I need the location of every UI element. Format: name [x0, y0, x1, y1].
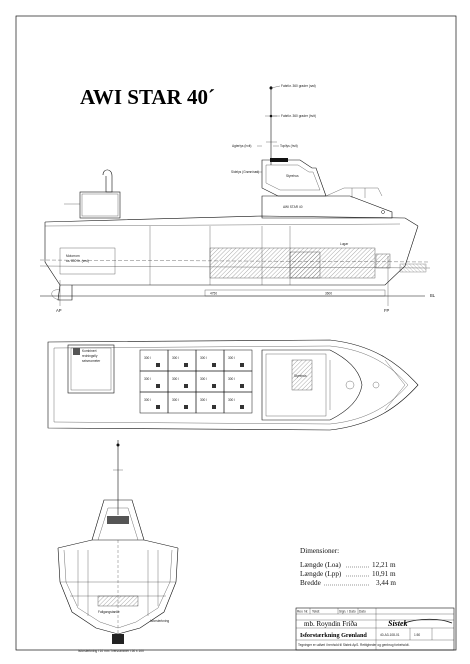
hold-drain-marker	[156, 363, 160, 367]
drawing-name: Isforstærkning Grønland	[300, 632, 367, 639]
dimension-row-label: Længde (Lpp)	[300, 570, 342, 578]
hold-cell-label: 300 l	[172, 377, 179, 381]
hold-cell	[167, 349, 197, 372]
title-block-header: Rev. Nr.	[297, 610, 309, 614]
lugar-label: Lugar	[340, 242, 349, 246]
hold-cell-label: 300 l	[200, 377, 207, 381]
mast-label: Fabrikr. 360 grader (rød)	[281, 84, 316, 88]
hold-cell	[195, 349, 225, 372]
drawing-title: AWI STAR 40´	[80, 85, 215, 109]
company-name: Sistek	[388, 619, 408, 628]
hold-cell	[167, 370, 197, 393]
hold-drain-marker	[184, 405, 188, 409]
hold-drain-marker	[240, 363, 244, 367]
fish-hold-grid: 300 l 300 l 300 l 300 l 300 l 300 l 300 l 300 l…	[139, 349, 253, 414]
room-label: seismometer	[82, 359, 101, 363]
profile-view: Fabrikr. 360 grader (rød) Fabrikr. 360 g…	[39, 84, 436, 313]
hold-cell-label: 300 l	[144, 356, 151, 360]
hold-drain-marker	[212, 384, 216, 388]
hold-drain-marker	[240, 384, 244, 388]
section-caption: Isforsterkning i 10 mm Tversrammer i 50 …	[78, 649, 144, 653]
hold-cell	[139, 391, 169, 414]
dimension-a: 4750	[210, 292, 217, 296]
dimensions-heading: Dimensioner:	[300, 547, 339, 555]
hold-cell	[139, 349, 169, 372]
section-view: Fallgangstanke Isforsterkning Isforsterk…	[57, 440, 179, 653]
hold-cell-label: 300 l	[200, 398, 207, 402]
hold-drain-marker	[184, 363, 188, 367]
dimension-row-label: Bredde	[300, 579, 321, 587]
hold-cell-label: 300 l	[144, 398, 151, 402]
sheet-border	[15, 15, 457, 651]
hold-drain-marker	[156, 405, 160, 409]
title-block: Rev. Nr. Tekst Sign. / Dato Dato mb. Roy…	[295, 607, 455, 651]
hold-drain-marker	[212, 405, 216, 409]
dimension-row-value: 10,91 m	[372, 570, 396, 578]
dimension-row-value: 12,21 m	[372, 561, 396, 569]
engine-room-note: ca. 800 ltr. (ved)	[66, 259, 89, 263]
hold-cell	[195, 391, 225, 414]
section-label-top: Fallgangstanke	[98, 610, 120, 614]
hold-cell	[167, 391, 197, 414]
dimensions-table: Dimensioner: Længde (Loa) 12,21 m Længde…	[300, 547, 396, 587]
room-label: redningsfly	[82, 354, 98, 358]
hold-cell-label: 300 l	[172, 398, 179, 402]
mast-label: Agterlys (hvit)	[232, 144, 251, 148]
mast-label: Fabrikr. 360 grader (hvit)	[281, 114, 316, 118]
drawing-scale: 1:50	[414, 633, 420, 637]
hold-drain-marker	[240, 405, 244, 409]
hold-drain-marker	[156, 384, 160, 388]
title-block-header: Tekst	[312, 610, 320, 614]
dimension-row-label: Længde (Loa)	[300, 561, 342, 569]
hold-cell-label: 300 l	[228, 377, 235, 381]
station-fp: FP	[384, 308, 390, 313]
hold-cell-label: 300 l	[172, 356, 179, 360]
hold-cell-label: 300 l	[228, 398, 235, 402]
mast-label: Sidelys (Grønn/rød)	[231, 170, 259, 174]
section-label-right: Isforsterkning	[150, 619, 169, 623]
hold-cell-label: 300 l	[144, 377, 151, 381]
hold-cell-label: 300 l	[228, 356, 235, 360]
hold-drain-marker	[212, 363, 216, 367]
engine-room-label: Motorrom	[66, 254, 80, 258]
station-bl: BL	[430, 293, 436, 298]
drawing-number: 40-A3-108-01	[380, 633, 400, 637]
dimension-row-value: 3,44 m	[376, 579, 396, 587]
title-block-note: Tegninger er udført i henhold til Sistek…	[298, 643, 410, 647]
hold-drain-marker	[184, 384, 188, 388]
hold-cell	[223, 391, 253, 414]
plan-wheelhouse-label: Styrehus	[294, 374, 307, 378]
vessel-name: mb. Royndin Fríða	[304, 620, 358, 628]
title-block-header: Sign. / Dato	[339, 610, 356, 614]
hold-cell	[195, 370, 225, 393]
title-block-header: Dato	[359, 610, 366, 614]
hold-cell	[223, 370, 253, 393]
hold-cell	[223, 349, 253, 372]
hold-cell-label: 300 l	[200, 356, 207, 360]
mast-label: Topllys (hvit)	[280, 144, 298, 148]
hull-name: AWI STAR 40	[283, 205, 303, 209]
hold-cell	[139, 370, 169, 393]
wheelhouse-label: Styrehus	[286, 174, 299, 178]
dimension-b: 3600	[325, 292, 332, 296]
room-label: Kombinert	[82, 349, 97, 353]
station-ap: AP	[56, 308, 62, 313]
